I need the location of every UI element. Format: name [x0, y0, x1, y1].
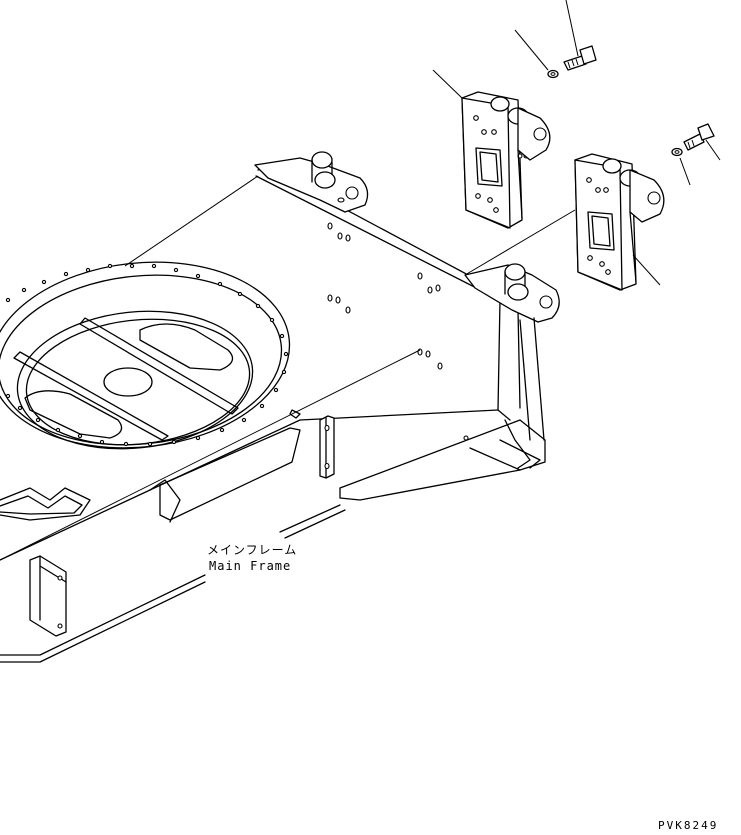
leader-lines	[0, 0, 721, 561]
bolt-upper	[563, 45, 597, 71]
main-frame-label-en: Main Frame	[209, 559, 292, 573]
frame-mount-boss-right	[464, 263, 560, 441]
main-frame	[0, 167, 546, 663]
ring-bolt-holes	[5, 263, 289, 447]
swing-circle	[0, 261, 301, 450]
main-frame-label-jp: メインフレーム	[207, 543, 298, 557]
frame-mount-boss-left	[254, 151, 369, 213]
bracket-right	[574, 153, 665, 291]
bracket-left	[461, 91, 551, 229]
washer-right	[671, 147, 683, 157]
bolt-right	[683, 123, 715, 151]
drawing-code: PVK8249	[658, 819, 719, 832]
cover-block	[29, 555, 67, 637]
shim-plate-vertical	[319, 415, 335, 479]
frame-bolt-holes	[327, 222, 469, 441]
washer-upper	[547, 69, 559, 79]
